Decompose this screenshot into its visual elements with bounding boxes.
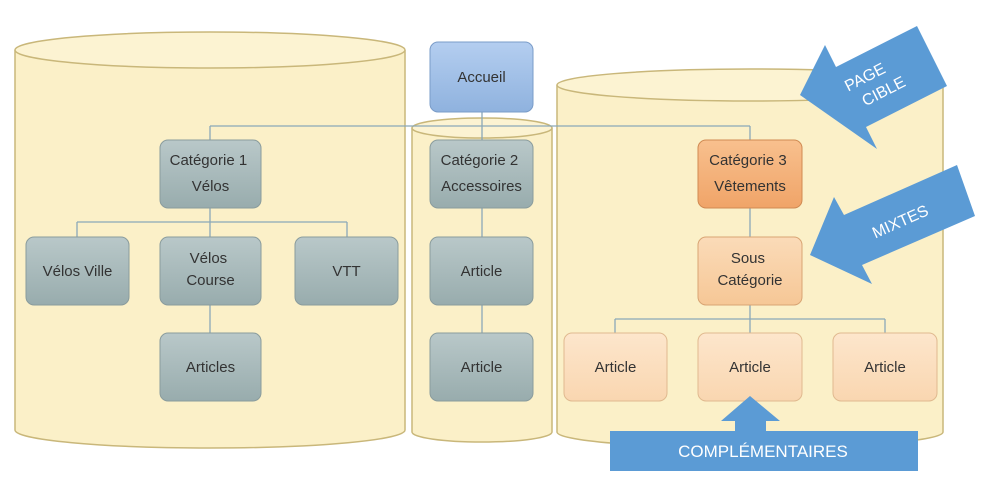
- node-categorie-2-line-1: Catégorie 2: [441, 152, 519, 169]
- node-velos-course-line-2: Course: [186, 272, 234, 289]
- arrow-complementaires-line-1: COMPLÉMENTAIRES: [678, 442, 848, 461]
- node-vtt-line-1: VTT: [332, 263, 360, 280]
- node-categorie-1: Catégorie 1 Vélos: [159, 139, 262, 209]
- svg-text:Article: Article: [461, 263, 503, 280]
- node-sous-categorie-line-1: Sous: [731, 250, 765, 267]
- node-cat3-article-2-line-1: Article: [729, 359, 771, 376]
- node-cat3-article-1-line-1: Article: [595, 359, 637, 376]
- connectors: [76, 112, 886, 333]
- svg-text:Articles: Articles: [186, 359, 235, 376]
- node-vtt: VTT: [294, 236, 399, 306]
- svg-text:VTT: VTT: [332, 263, 360, 280]
- node-cat3-article-3: Article: [832, 332, 938, 402]
- node-cat2-article-2-line-1: Article: [461, 359, 503, 376]
- node-sous-categorie: Sous Catégorie: [697, 236, 803, 306]
- svg-text:Catégorie 1 Vélos: Catégorie 1 Vélos: [170, 152, 252, 195]
- svg-text:Accueil: Accueil: [457, 69, 505, 86]
- node-velos-course: Vélos Course: [159, 236, 262, 306]
- node-cat2-article-1: Article: [429, 236, 534, 306]
- node-cat3-article-3-line-1: Article: [864, 359, 906, 376]
- svg-text:Article: Article: [729, 359, 771, 376]
- node-articles-line-1: Articles: [186, 359, 235, 376]
- node-sous-categorie-line-2: Catégorie: [717, 272, 782, 289]
- node-cat2-article-2: Article: [429, 332, 534, 402]
- node-cat3-article-1: Article: [563, 332, 668, 402]
- arrow-complementaires: COMPLÉMENTAIRES: [610, 396, 918, 471]
- node-categorie-1-line-2: Vélos: [192, 178, 230, 195]
- arrow-mixtes: MIXTES: [810, 165, 975, 284]
- node-categorie-2: Catégorie 2 Accessoires: [429, 139, 534, 209]
- svg-text:COMPLÉMENTAIRES: COMPLÉMENTAIRES: [678, 442, 848, 461]
- node-accueil: Accueil: [429, 41, 534, 113]
- node-categorie-2-line-2: Accessoires: [441, 178, 522, 195]
- node-accueil-line-1: Accueil: [457, 69, 505, 86]
- svg-text:Vélos Ville: Vélos Ville: [43, 263, 113, 280]
- node-velos-ville: Vélos Ville: [25, 236, 130, 306]
- svg-text:Article: Article: [595, 359, 637, 376]
- svg-text:Article: Article: [461, 359, 503, 376]
- node-velos-ville-line-1: Vélos Ville: [43, 263, 113, 280]
- svg-text:Catégorie 2 Accessoires: Catégorie 2 Accessoires: [441, 152, 523, 195]
- node-cat3-article-2: Article: [697, 332, 803, 402]
- arrow-page-cible: PAGE CIBLE: [800, 26, 947, 149]
- node-categorie-1-line-1: Catégorie 1: [170, 152, 248, 169]
- node-velos-course-line-1: Vélos: [190, 250, 228, 267]
- node-cat2-article-1-line-1: Article: [461, 263, 503, 280]
- svg-text:Vélos Course: Vélos Course: [186, 250, 234, 289]
- svg-text:Sous Catégorie: Sous Catégorie: [717, 250, 782, 289]
- node-categorie-3-line-1: Catégorie 3: [709, 152, 787, 169]
- svg-text:Catégorie 3 Vêtements: Catégorie 3 Vêtements: [709, 152, 791, 195]
- node-articles: Articles: [159, 332, 262, 402]
- node-categorie-3-line-2: Vêtements: [714, 178, 786, 195]
- svg-text:Article: Article: [864, 359, 906, 376]
- node-categorie-3: Catégorie 3 Vêtements: [697, 139, 803, 209]
